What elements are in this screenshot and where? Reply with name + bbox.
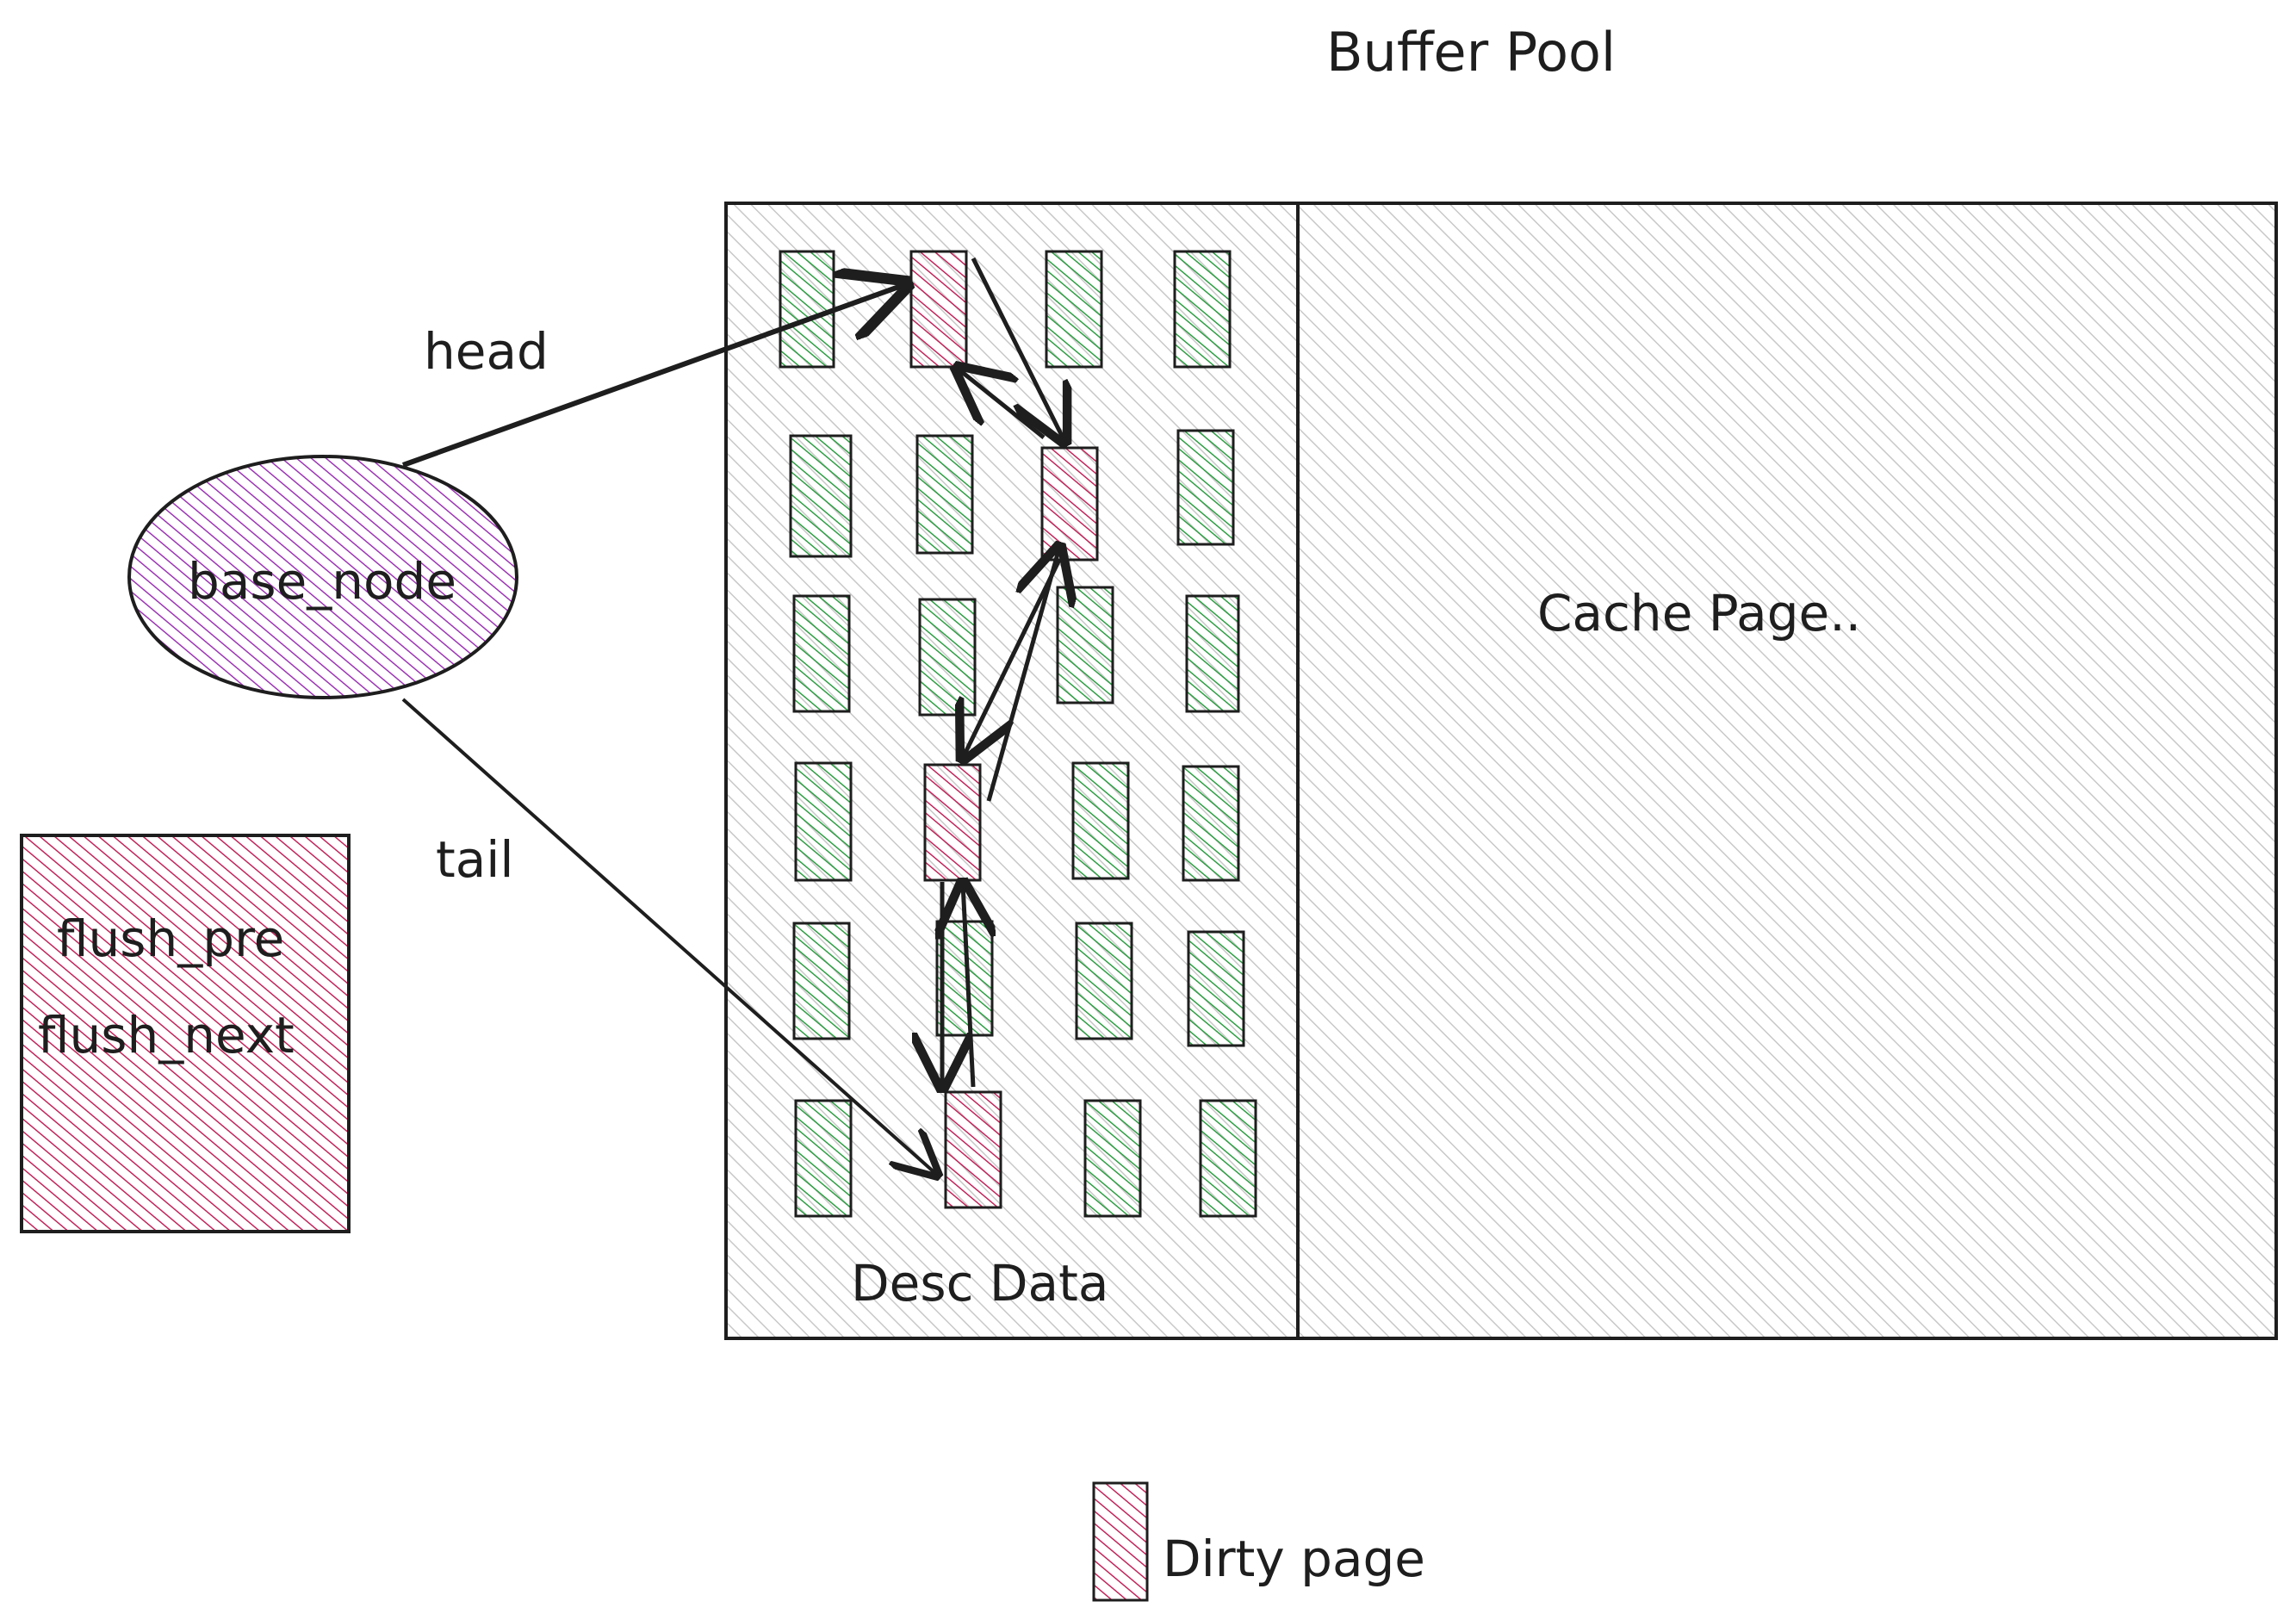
head-arrow: [401, 284, 906, 468]
page-r6c4: [1199, 1099, 1257, 1218]
struct-field-flush-pre: flush_pre: [57, 909, 284, 968]
tail-arrow: [401, 698, 937, 1175]
dirty-page-r6c2: [944, 1090, 1002, 1209]
flush-list-arrows: [942, 257, 1064, 1088]
arrow-p2-to-p1: [958, 369, 1046, 439]
page-r3c3: [1056, 586, 1114, 704]
arrow-p4-to-p3: [963, 884, 973, 1088]
page-r1c3: [1045, 250, 1103, 369]
dirty-page-r2c3: [1040, 446, 1099, 562]
flush-pointer-struct: [20, 834, 351, 1233]
page-r5c3: [1075, 922, 1133, 1040]
base-node: [127, 455, 518, 699]
dirty-page-r4c2: [923, 763, 982, 882]
page-r4c1: [794, 761, 853, 882]
legend-dirty-label: Dirty page: [1163, 1530, 1425, 1588]
page-r5c4: [1187, 930, 1245, 1047]
page-r2c2: [915, 434, 974, 555]
page-grid: [779, 250, 1257, 1218]
dirty-page-r1c2: [909, 250, 968, 369]
desc-data-label: Desc Data: [851, 1254, 1108, 1313]
page-r5c1: [792, 922, 851, 1040]
page-r1c1: [779, 250, 835, 369]
page-r2c4: [1176, 429, 1235, 546]
head-label: head: [424, 322, 549, 381]
page-r4c3: [1071, 761, 1130, 880]
page-r2c1: [789, 434, 853, 558]
arrow-p3-to-p2: [986, 548, 1059, 802]
page-r3c4: [1185, 594, 1240, 713]
diagram-title: Buffer Pool: [1326, 21, 1616, 84]
page-r1c4: [1173, 250, 1232, 369]
tail-label: tail: [436, 830, 514, 889]
page-r4c4: [1182, 765, 1240, 882]
legend-dirty-swatch: [1092, 1481, 1149, 1602]
base-node-label: base_node: [188, 552, 456, 611]
cache-page-label: Cache Page..: [1537, 584, 1861, 642]
page-r6c3: [1083, 1099, 1142, 1218]
page-r3c2: [918, 598, 977, 717]
page-r3c1: [792, 594, 851, 713]
arrow-p1-to-p2: [971, 257, 1064, 441]
page-r6c1: [794, 1099, 853, 1218]
struct-field-flush-next: flush_next: [38, 1006, 295, 1064]
cache-page-region: [1296, 202, 2278, 1340]
